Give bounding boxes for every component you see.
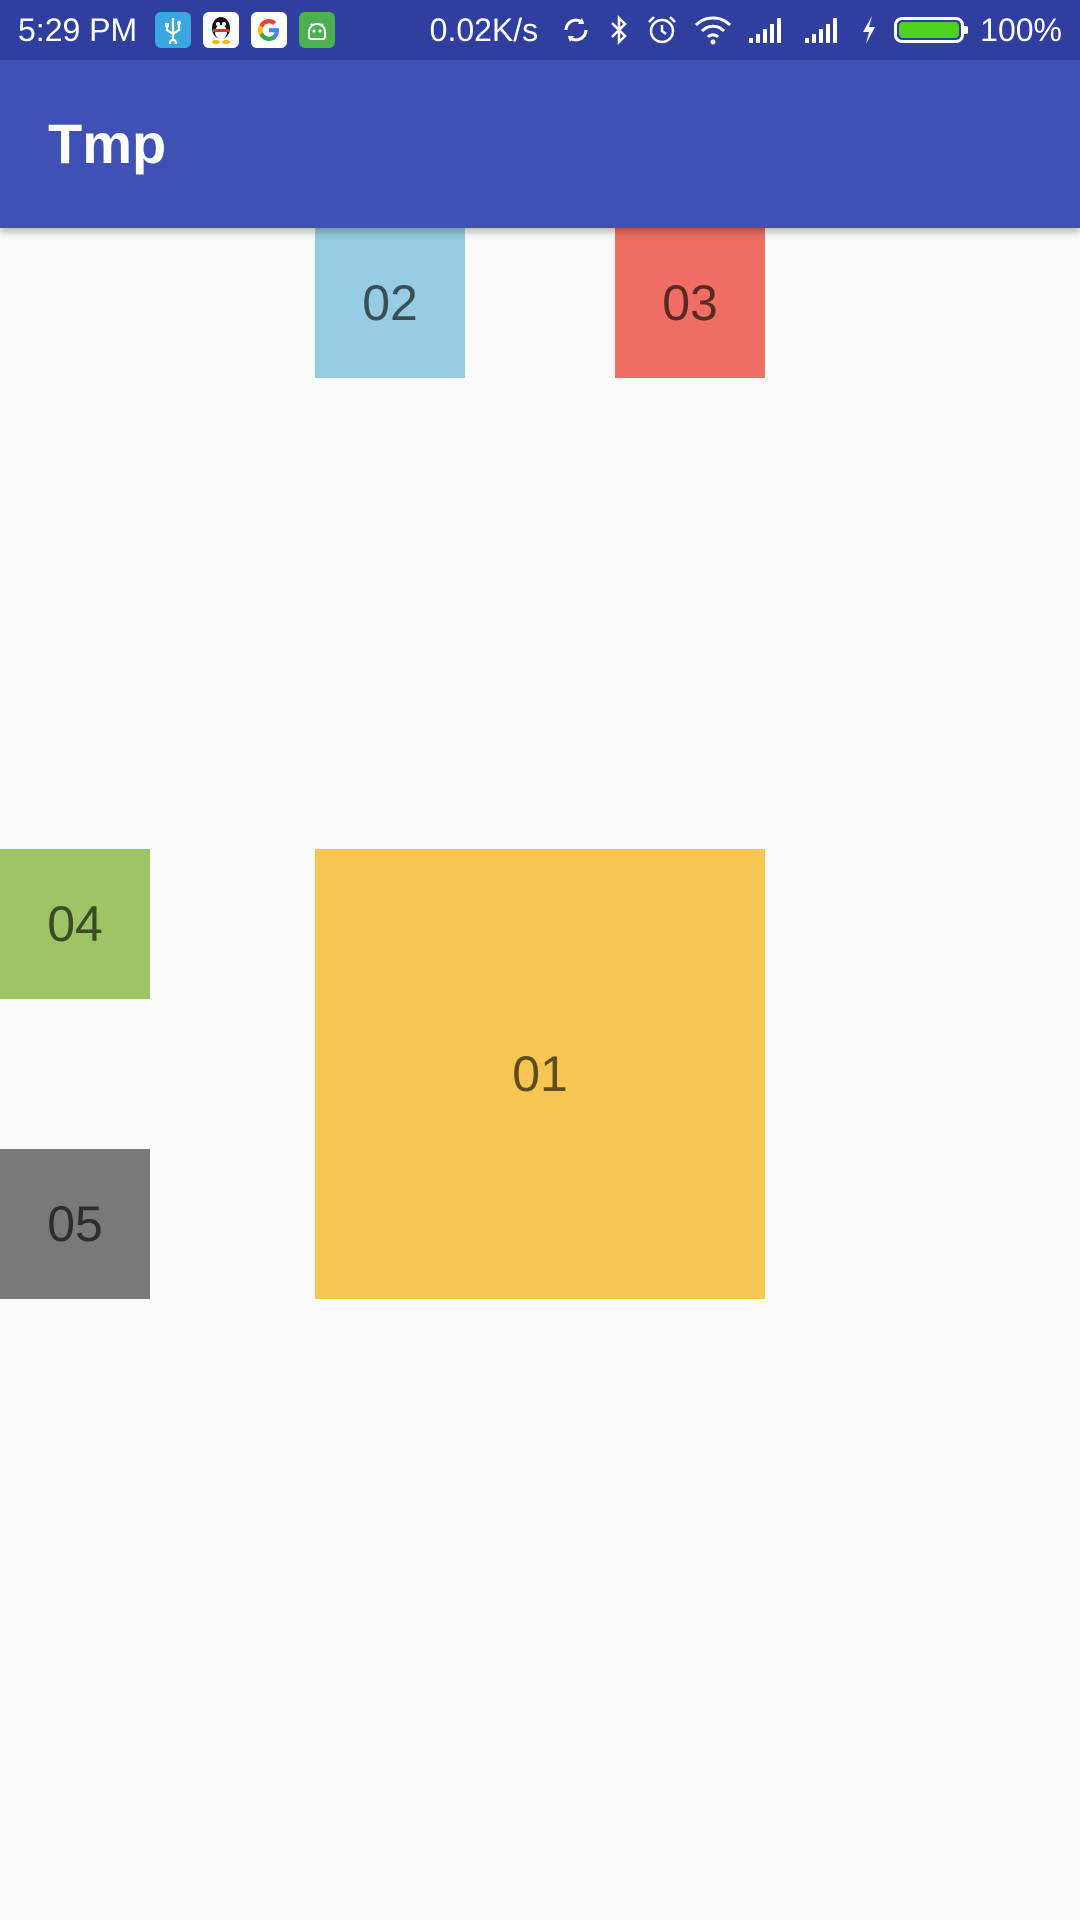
tile-label: 04 (47, 896, 103, 952)
tile-04[interactable]: 04 (0, 849, 150, 999)
battery-percent: 100% (980, 11, 1062, 48)
tile-05[interactable]: 05 (0, 1149, 150, 1299)
bluetooth-icon (608, 14, 630, 46)
battery-gauge (894, 17, 969, 43)
usb-icon (155, 12, 192, 48)
battery-fill (899, 22, 960, 38)
google-icon (251, 12, 288, 48)
signal-icon (748, 16, 788, 44)
signal-icon (804, 16, 844, 44)
network-speed: 0.02K/s (429, 11, 539, 48)
app-title: Tmp (48, 112, 167, 175)
android-app-icon (299, 12, 336, 48)
sync-icon (560, 14, 592, 46)
content-area: 02 03 04 01 05 (0, 228, 1080, 1920)
battery-icon (894, 17, 969, 43)
status-bar-left: 5:29 PM (18, 12, 347, 49)
wifi-icon (694, 15, 732, 45)
status-bar: 5:29 PM (0, 0, 1080, 60)
tile-03[interactable]: 03 (615, 228, 765, 378)
app-bar: Tmp (0, 60, 1080, 228)
tile-02[interactable]: 02 (315, 228, 465, 378)
tile-label: 03 (662, 275, 718, 331)
alarm-icon (646, 14, 678, 46)
tile-label: 02 (362, 275, 418, 331)
tile-label: 05 (47, 1196, 103, 1252)
charging-icon (860, 14, 878, 46)
status-time: 5:29 PM (18, 11, 138, 48)
status-bar-right: 0.02K/s (430, 12, 1062, 49)
tile-01[interactable]: 01 (315, 849, 765, 1299)
tile-label: 01 (512, 1046, 568, 1102)
qq-penguin-icon (203, 12, 240, 48)
